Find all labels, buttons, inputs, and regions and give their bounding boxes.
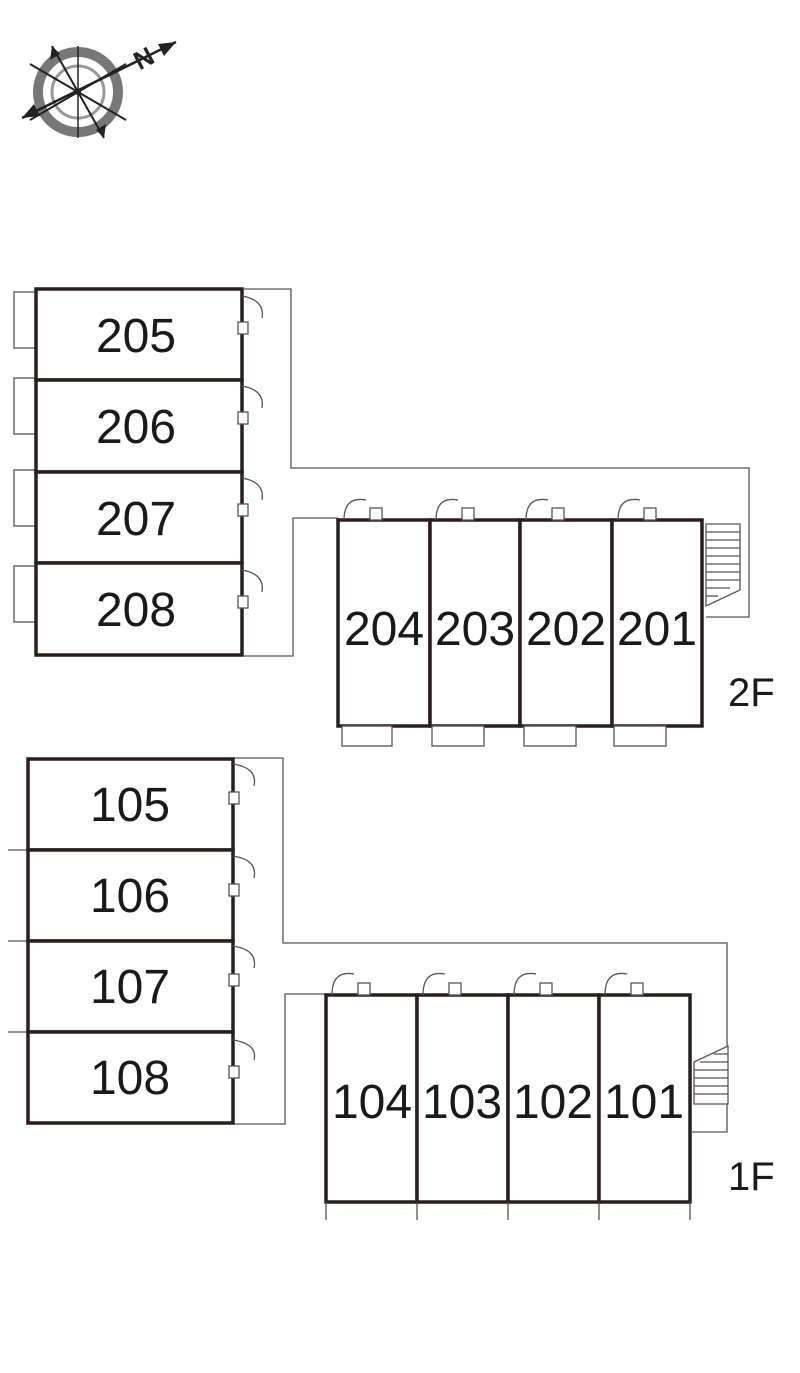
unit-208-label: 208 bbox=[96, 584, 176, 637]
north-label: N bbox=[128, 41, 159, 76]
unit-104-label: 104 bbox=[332, 1076, 412, 1129]
unit-108-room bbox=[26, 1030, 235, 1125]
unit-106-room bbox=[26, 848, 235, 943]
unit-204-label: 204 bbox=[344, 603, 424, 656]
unit-102-room bbox=[506, 993, 601, 1204]
unit-105-label: 105 bbox=[90, 779, 170, 832]
unit-102-label: 102 bbox=[513, 1076, 593, 1129]
unit-202-room bbox=[518, 518, 614, 728]
unit-203-room bbox=[428, 518, 522, 728]
unit-201-label: 201 bbox=[617, 603, 697, 656]
unit-207-label: 207 bbox=[96, 493, 176, 546]
stairs-1f bbox=[693, 1044, 729, 1105]
unit-207-room bbox=[34, 470, 244, 565]
unit-106-label: 106 bbox=[90, 870, 170, 923]
unit-202-label: 202 bbox=[526, 603, 606, 656]
floor-2f: 205 206 207 208 204 203 202 201 2F bbox=[13, 287, 775, 747]
floor-1f-label: 1F bbox=[728, 1155, 775, 1199]
north-arrow-compass-icon bbox=[21, 40, 177, 139]
unit-201-room bbox=[610, 518, 704, 728]
unit-206-room bbox=[34, 378, 244, 474]
unit-108-label: 108 bbox=[90, 1052, 170, 1105]
floor-1f: 105 106 107 108 104 103 102 101 1F bbox=[8, 757, 775, 1220]
unit-205-label: 205 bbox=[96, 310, 176, 363]
unit-107-label: 107 bbox=[90, 961, 170, 1014]
unit-101-label: 101 bbox=[604, 1076, 684, 1129]
unit-203-label: 203 bbox=[435, 603, 515, 656]
unit-208-room bbox=[34, 561, 244, 657]
unit-104-room bbox=[324, 993, 419, 1204]
unit-206-label: 206 bbox=[96, 401, 176, 454]
floor-2f-label: 2F bbox=[728, 671, 775, 715]
unit-103-room bbox=[415, 993, 510, 1204]
unit-101-room bbox=[597, 993, 692, 1204]
unit-103-label: 103 bbox=[422, 1076, 502, 1129]
unit-107-room bbox=[26, 939, 235, 1034]
stairs-2f bbox=[705, 523, 741, 608]
